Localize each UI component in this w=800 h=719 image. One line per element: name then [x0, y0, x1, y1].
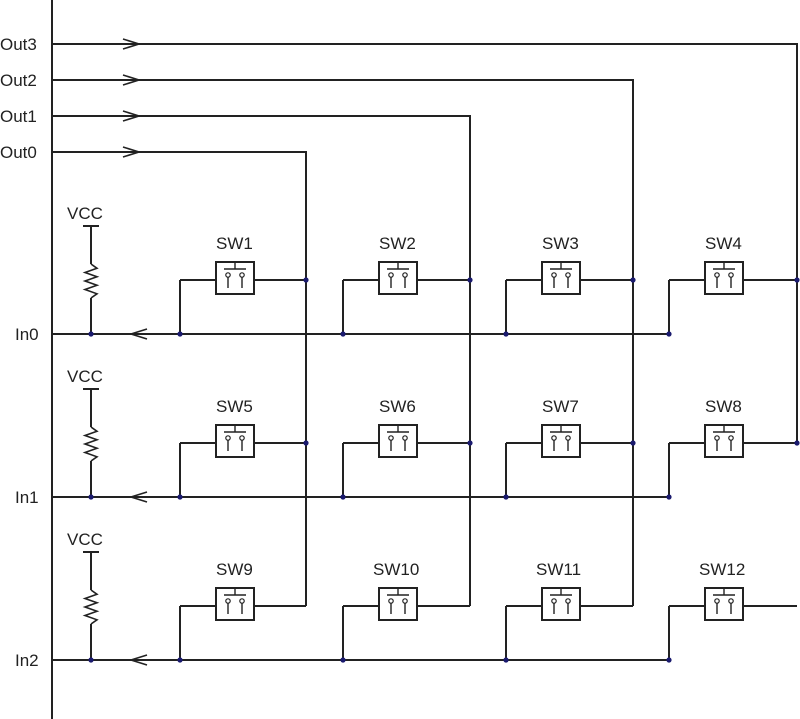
output-arrow — [122, 38, 142, 50]
switch-pin — [388, 272, 394, 278]
switch-pin — [728, 598, 734, 604]
junction-dot — [666, 494, 672, 500]
switch-pin — [239, 598, 245, 604]
switch-pin — [388, 598, 394, 604]
output-line — [52, 115, 471, 606]
input-label-in2: In2 — [15, 651, 39, 670]
input-label-in0: In0 — [15, 325, 39, 344]
switch-pin — [388, 435, 394, 441]
input-arrow — [128, 328, 148, 340]
switch-label-sw4: SW4 — [705, 234, 742, 253]
pullup-resistor — [82, 426, 100, 462]
switch-label-sw1: SW1 — [216, 234, 253, 253]
switch-pin — [225, 272, 231, 278]
switch-pin — [565, 272, 571, 278]
junction-dot — [340, 331, 346, 337]
switch-pin — [728, 435, 734, 441]
vcc-label-row1: VCC — [67, 367, 103, 386]
switch-pin — [402, 598, 408, 604]
output-label-out1: Out1 — [0, 107, 37, 126]
switch-pin — [551, 435, 557, 441]
junction-dot — [503, 331, 509, 337]
junction-dot — [503, 494, 509, 500]
output-line — [52, 79, 634, 606]
junction-dot — [467, 440, 473, 446]
junction-dot — [88, 657, 94, 663]
junction-dot — [340, 494, 346, 500]
junction-dot — [177, 494, 183, 500]
switch-label-sw2: SW2 — [379, 234, 416, 253]
junction-dot — [794, 277, 800, 283]
switch-label-sw11: SW11 — [536, 560, 581, 579]
output-label-out2: Out2 — [0, 71, 37, 90]
switch-pin — [714, 598, 720, 604]
switch-label-sw3: SW3 — [542, 234, 579, 253]
output-line — [52, 43, 798, 443]
switch-label-sw6: SW6 — [379, 397, 416, 416]
junction-dot — [794, 440, 800, 446]
switch-box — [541, 587, 581, 621]
output-arrow — [122, 146, 142, 158]
switch-pin — [402, 435, 408, 441]
switch-label-sw7: SW7 — [542, 397, 579, 416]
junction-dot — [303, 277, 309, 283]
vcc-label-row2: VCC — [67, 530, 103, 549]
switch-label-sw5: SW5 — [216, 397, 253, 416]
junction-dot — [88, 331, 94, 337]
junction-dot — [503, 657, 509, 663]
switch-pin — [714, 435, 720, 441]
output-label-out3: Out3 — [0, 35, 37, 54]
junction-dot — [630, 277, 636, 283]
switch-label-sw10: SW10 — [373, 560, 419, 579]
pullup-resistor — [82, 589, 100, 625]
switch-pin — [551, 272, 557, 278]
input-label-in1: In1 — [15, 488, 39, 507]
switch-pin — [565, 598, 571, 604]
output-label-out0: Out0 — [0, 143, 37, 162]
input-arrow — [128, 654, 148, 666]
vcc-label-row0: VCC — [67, 204, 103, 223]
switch-pin — [714, 272, 720, 278]
pullup-resistor — [82, 263, 100, 299]
junction-dot — [177, 331, 183, 337]
junction-dot — [467, 277, 473, 283]
junction-dot — [340, 657, 346, 663]
switch-pin — [225, 598, 231, 604]
switch-pin — [402, 272, 408, 278]
switch-pin — [728, 272, 734, 278]
junction-dot — [666, 657, 672, 663]
junction-dot — [177, 657, 183, 663]
symbols-layer — [88, 261, 800, 663]
input-arrow — [128, 491, 148, 503]
wiring-layer — [52, 38, 798, 666]
switch-pin — [225, 435, 231, 441]
junction-dot — [630, 440, 636, 446]
output-arrow — [122, 110, 142, 122]
switch-label-sw12: SW12 — [699, 560, 745, 579]
switch-label-sw9: SW9 — [216, 560, 253, 579]
switch-label-sw8: SW8 — [705, 397, 742, 416]
switch-pin — [239, 272, 245, 278]
switch-box — [378, 424, 418, 458]
switch-pin — [551, 598, 557, 604]
junction-dot — [303, 440, 309, 446]
switch-pin — [239, 435, 245, 441]
switch-pin — [565, 435, 571, 441]
junction-dot — [666, 331, 672, 337]
junction-dot — [88, 494, 94, 500]
output-arrow — [122, 74, 142, 86]
